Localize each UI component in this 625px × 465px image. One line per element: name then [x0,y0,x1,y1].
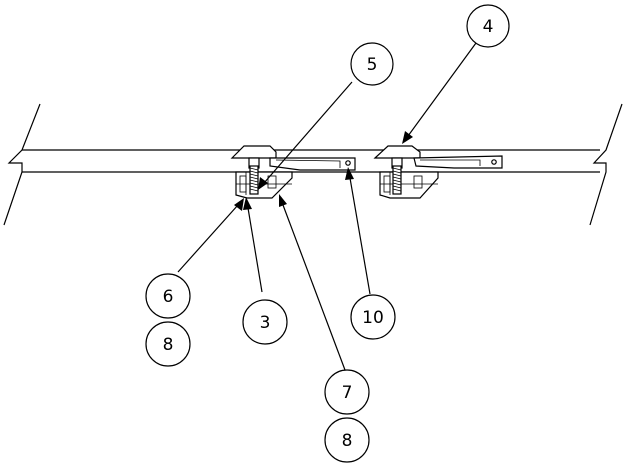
leader-lines [177,42,477,371]
left-clamp [230,145,356,199]
callout-8-lower-label: 8 [342,431,353,451]
arrowhead-5 [258,177,268,190]
callout-8-upper: 8 [145,321,191,367]
callout-7-label: 7 [342,383,353,403]
arrowhead-4 [402,131,413,144]
callout-7: 7 [324,369,370,415]
callout-10-label: 10 [362,308,384,328]
arrowhead-3 [243,197,252,210]
callout-5-label: 5 [367,55,378,75]
arrowhead-7 [279,194,287,207]
arrowhead-6 [234,198,244,211]
beam [22,149,600,173]
callout-3: 3 [242,299,288,345]
callout-4-label: 4 [483,17,494,37]
callout-8-lower: 8 [324,417,370,463]
callout-8-upper-label: 8 [163,335,174,355]
callout-6-label: 6 [163,287,174,307]
callout-5: 5 [350,42,394,86]
arrowhead-10 [345,167,354,180]
right-clamp [373,145,503,199]
callout-10: 10 [350,294,396,340]
callout-3-label: 3 [260,313,271,333]
callout-4: 4 [466,4,510,48]
callout-6: 6 [145,273,191,319]
left-break-line [3,103,41,226]
right-break-line [589,103,623,226]
